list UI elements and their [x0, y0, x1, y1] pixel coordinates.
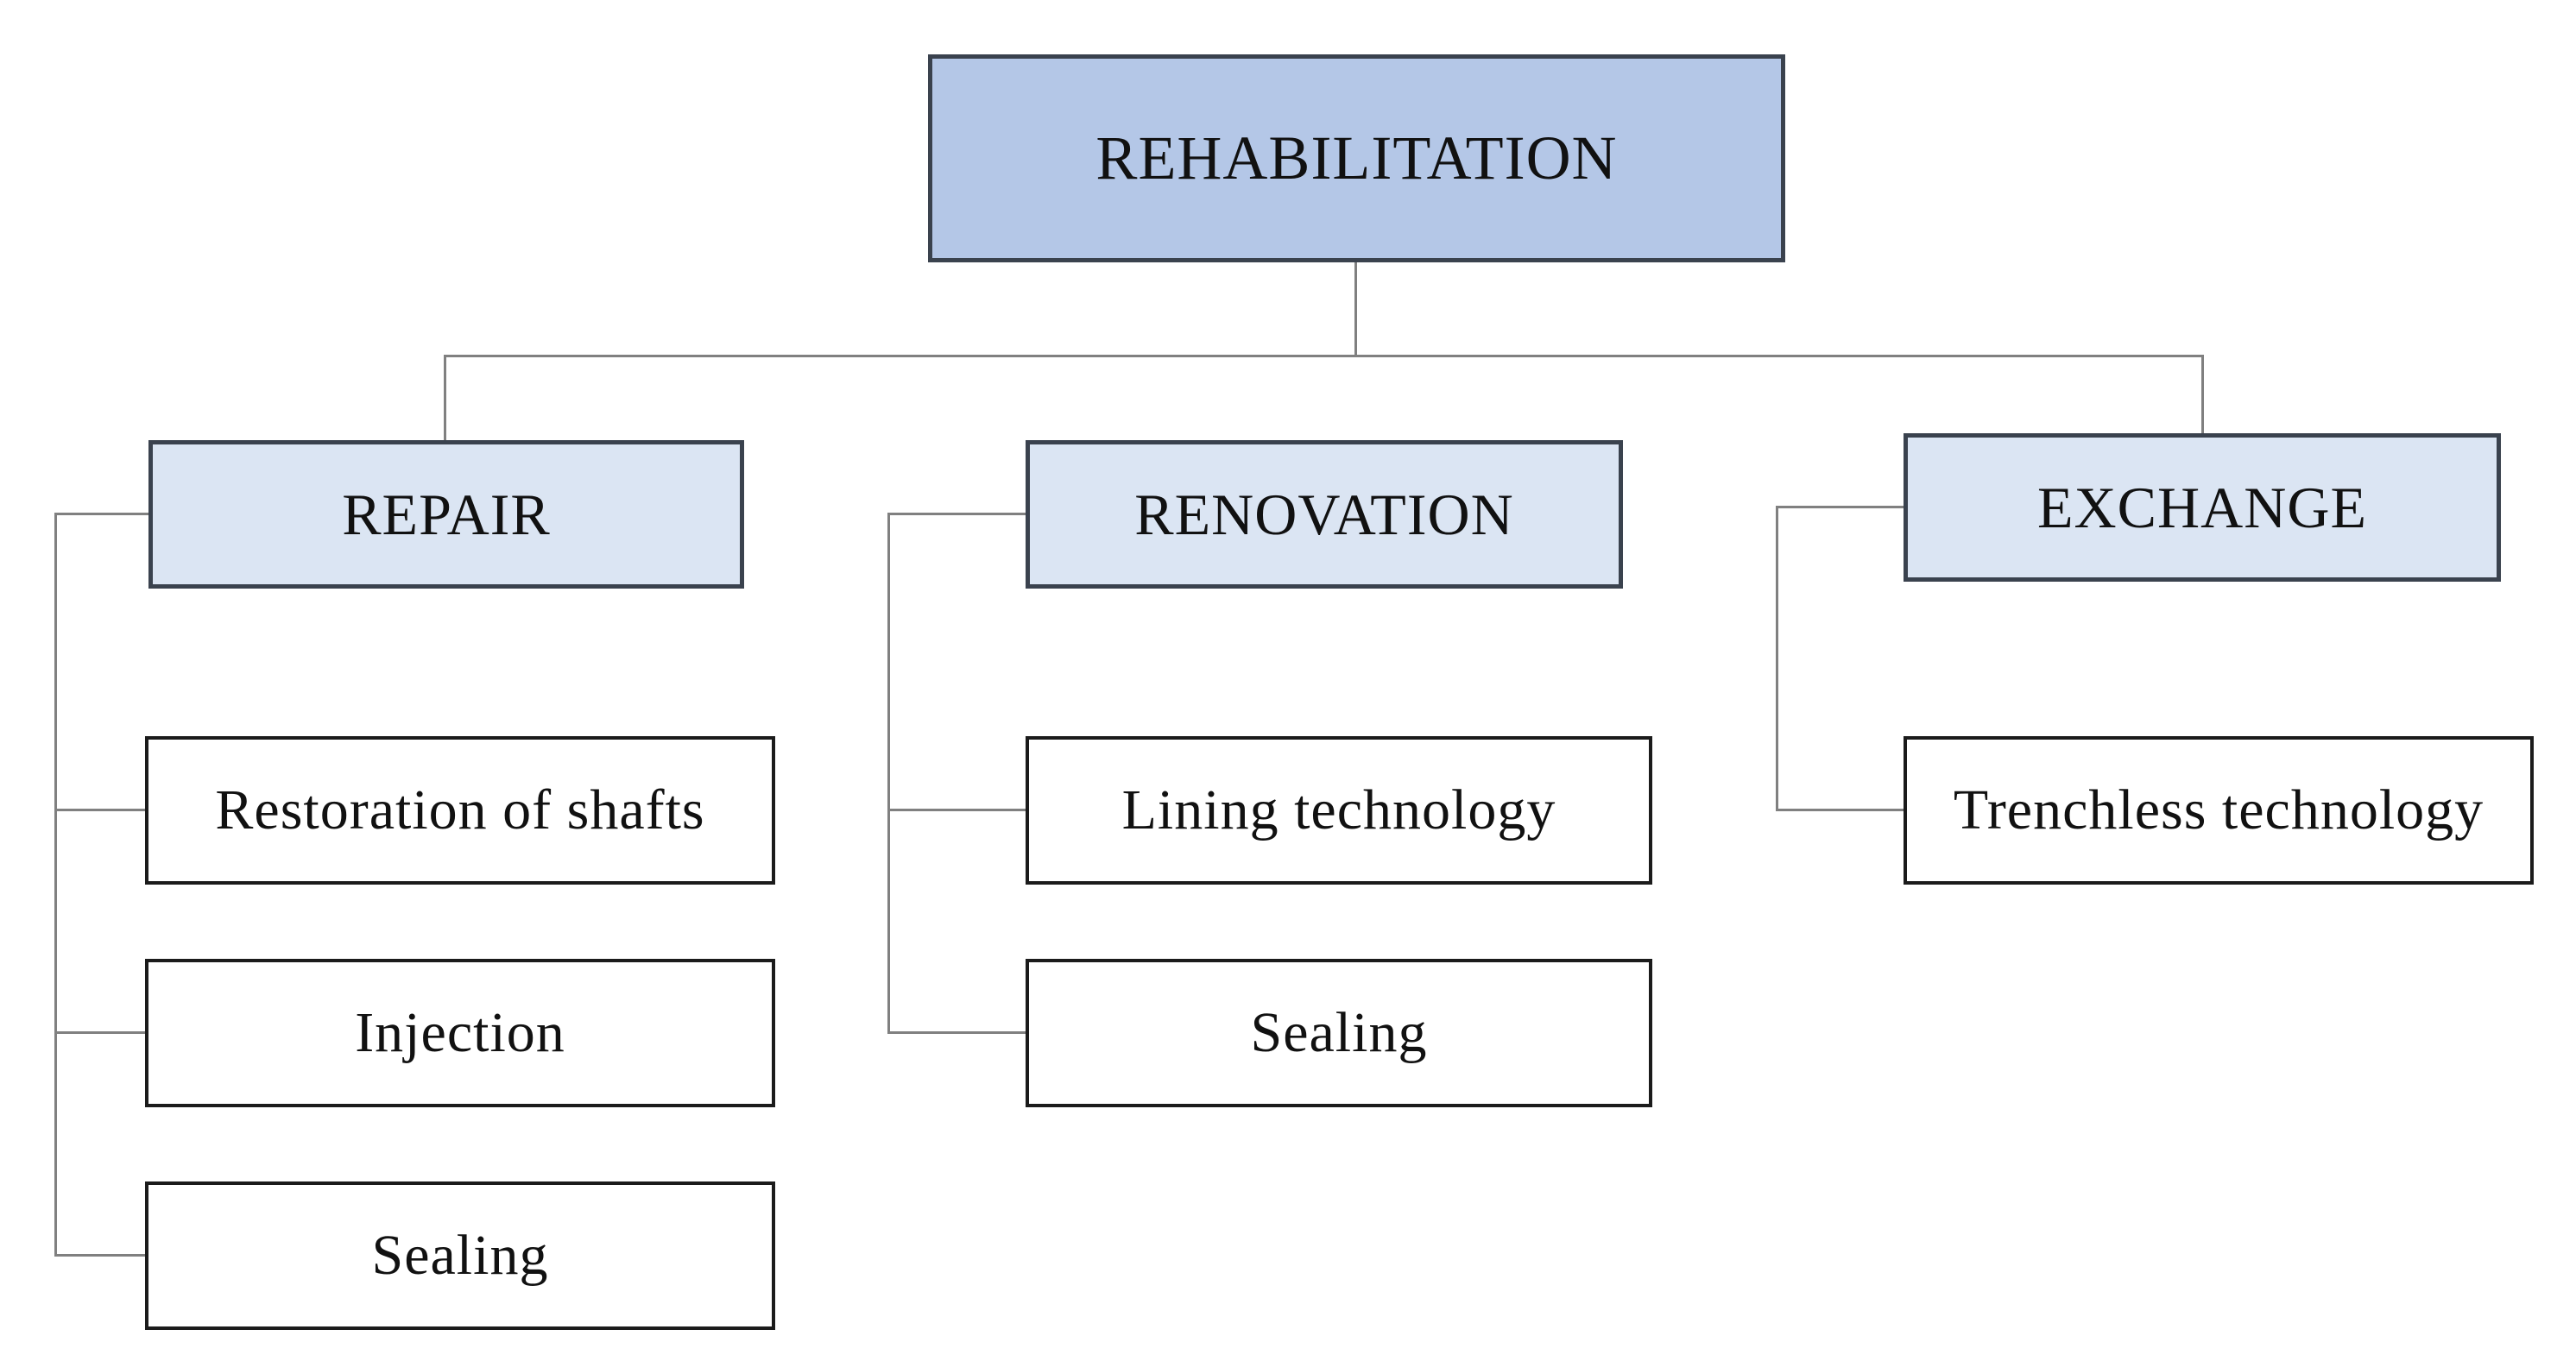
connector-exchange-bracket [1776, 506, 1778, 811]
node-renovation: RENOVATION [1026, 440, 1623, 589]
connector-renovation-bracket [887, 513, 890, 1034]
connector-repair-stub [54, 513, 150, 515]
connector-repair-child-2 [54, 1031, 147, 1034]
node-repair-sealing: Sealing [145, 1181, 775, 1330]
connector-main-rail [444, 355, 2204, 357]
connector-renovation-child-2 [887, 1031, 1027, 1034]
node-trenchless-technology: Trenchless technology [1904, 736, 2534, 885]
node-rehabilitation: REHABILITATION [928, 54, 1785, 262]
node-renovation-sealing: Sealing [1026, 959, 1652, 1107]
node-injection: Injection [145, 959, 775, 1107]
connector-repair-bracket [54, 513, 57, 1257]
node-restoration-of-shafts-label: Restoration of shafts [215, 778, 705, 841]
node-renovation-sealing-label: Sealing [1250, 1001, 1428, 1064]
node-rehabilitation-label: REHABILITATION [1095, 123, 1618, 192]
connector-repair-child-1 [54, 809, 147, 811]
node-injection-label: Injection [355, 1001, 565, 1064]
connector-exchange-child-1 [1776, 809, 1905, 811]
connector-renovation-child-1 [887, 809, 1027, 811]
node-renovation-label: RENOVATION [1134, 481, 1514, 547]
node-exchange: EXCHANGE [1904, 433, 2501, 582]
node-lining-technology-label: Lining technology [1121, 778, 1556, 841]
node-restoration-of-shafts: Restoration of shafts [145, 736, 775, 885]
node-repair: REPAIR [148, 440, 744, 589]
connector-exchange-stub [1776, 506, 1905, 508]
node-lining-technology: Lining technology [1026, 736, 1652, 885]
connector-repair-child-3 [54, 1254, 147, 1257]
connector-root-drop [1354, 262, 1357, 357]
connector-renovation-stub [887, 513, 1027, 515]
connector-repair-drop [444, 355, 446, 441]
node-repair-sealing-label: Sealing [371, 1224, 549, 1287]
connector-exchange-drop [2201, 355, 2204, 434]
node-repair-label: REPAIR [342, 481, 551, 547]
node-exchange-label: EXCHANGE [2037, 474, 2367, 540]
node-trenchless-technology-label: Trenchless technology [1953, 778, 2484, 841]
